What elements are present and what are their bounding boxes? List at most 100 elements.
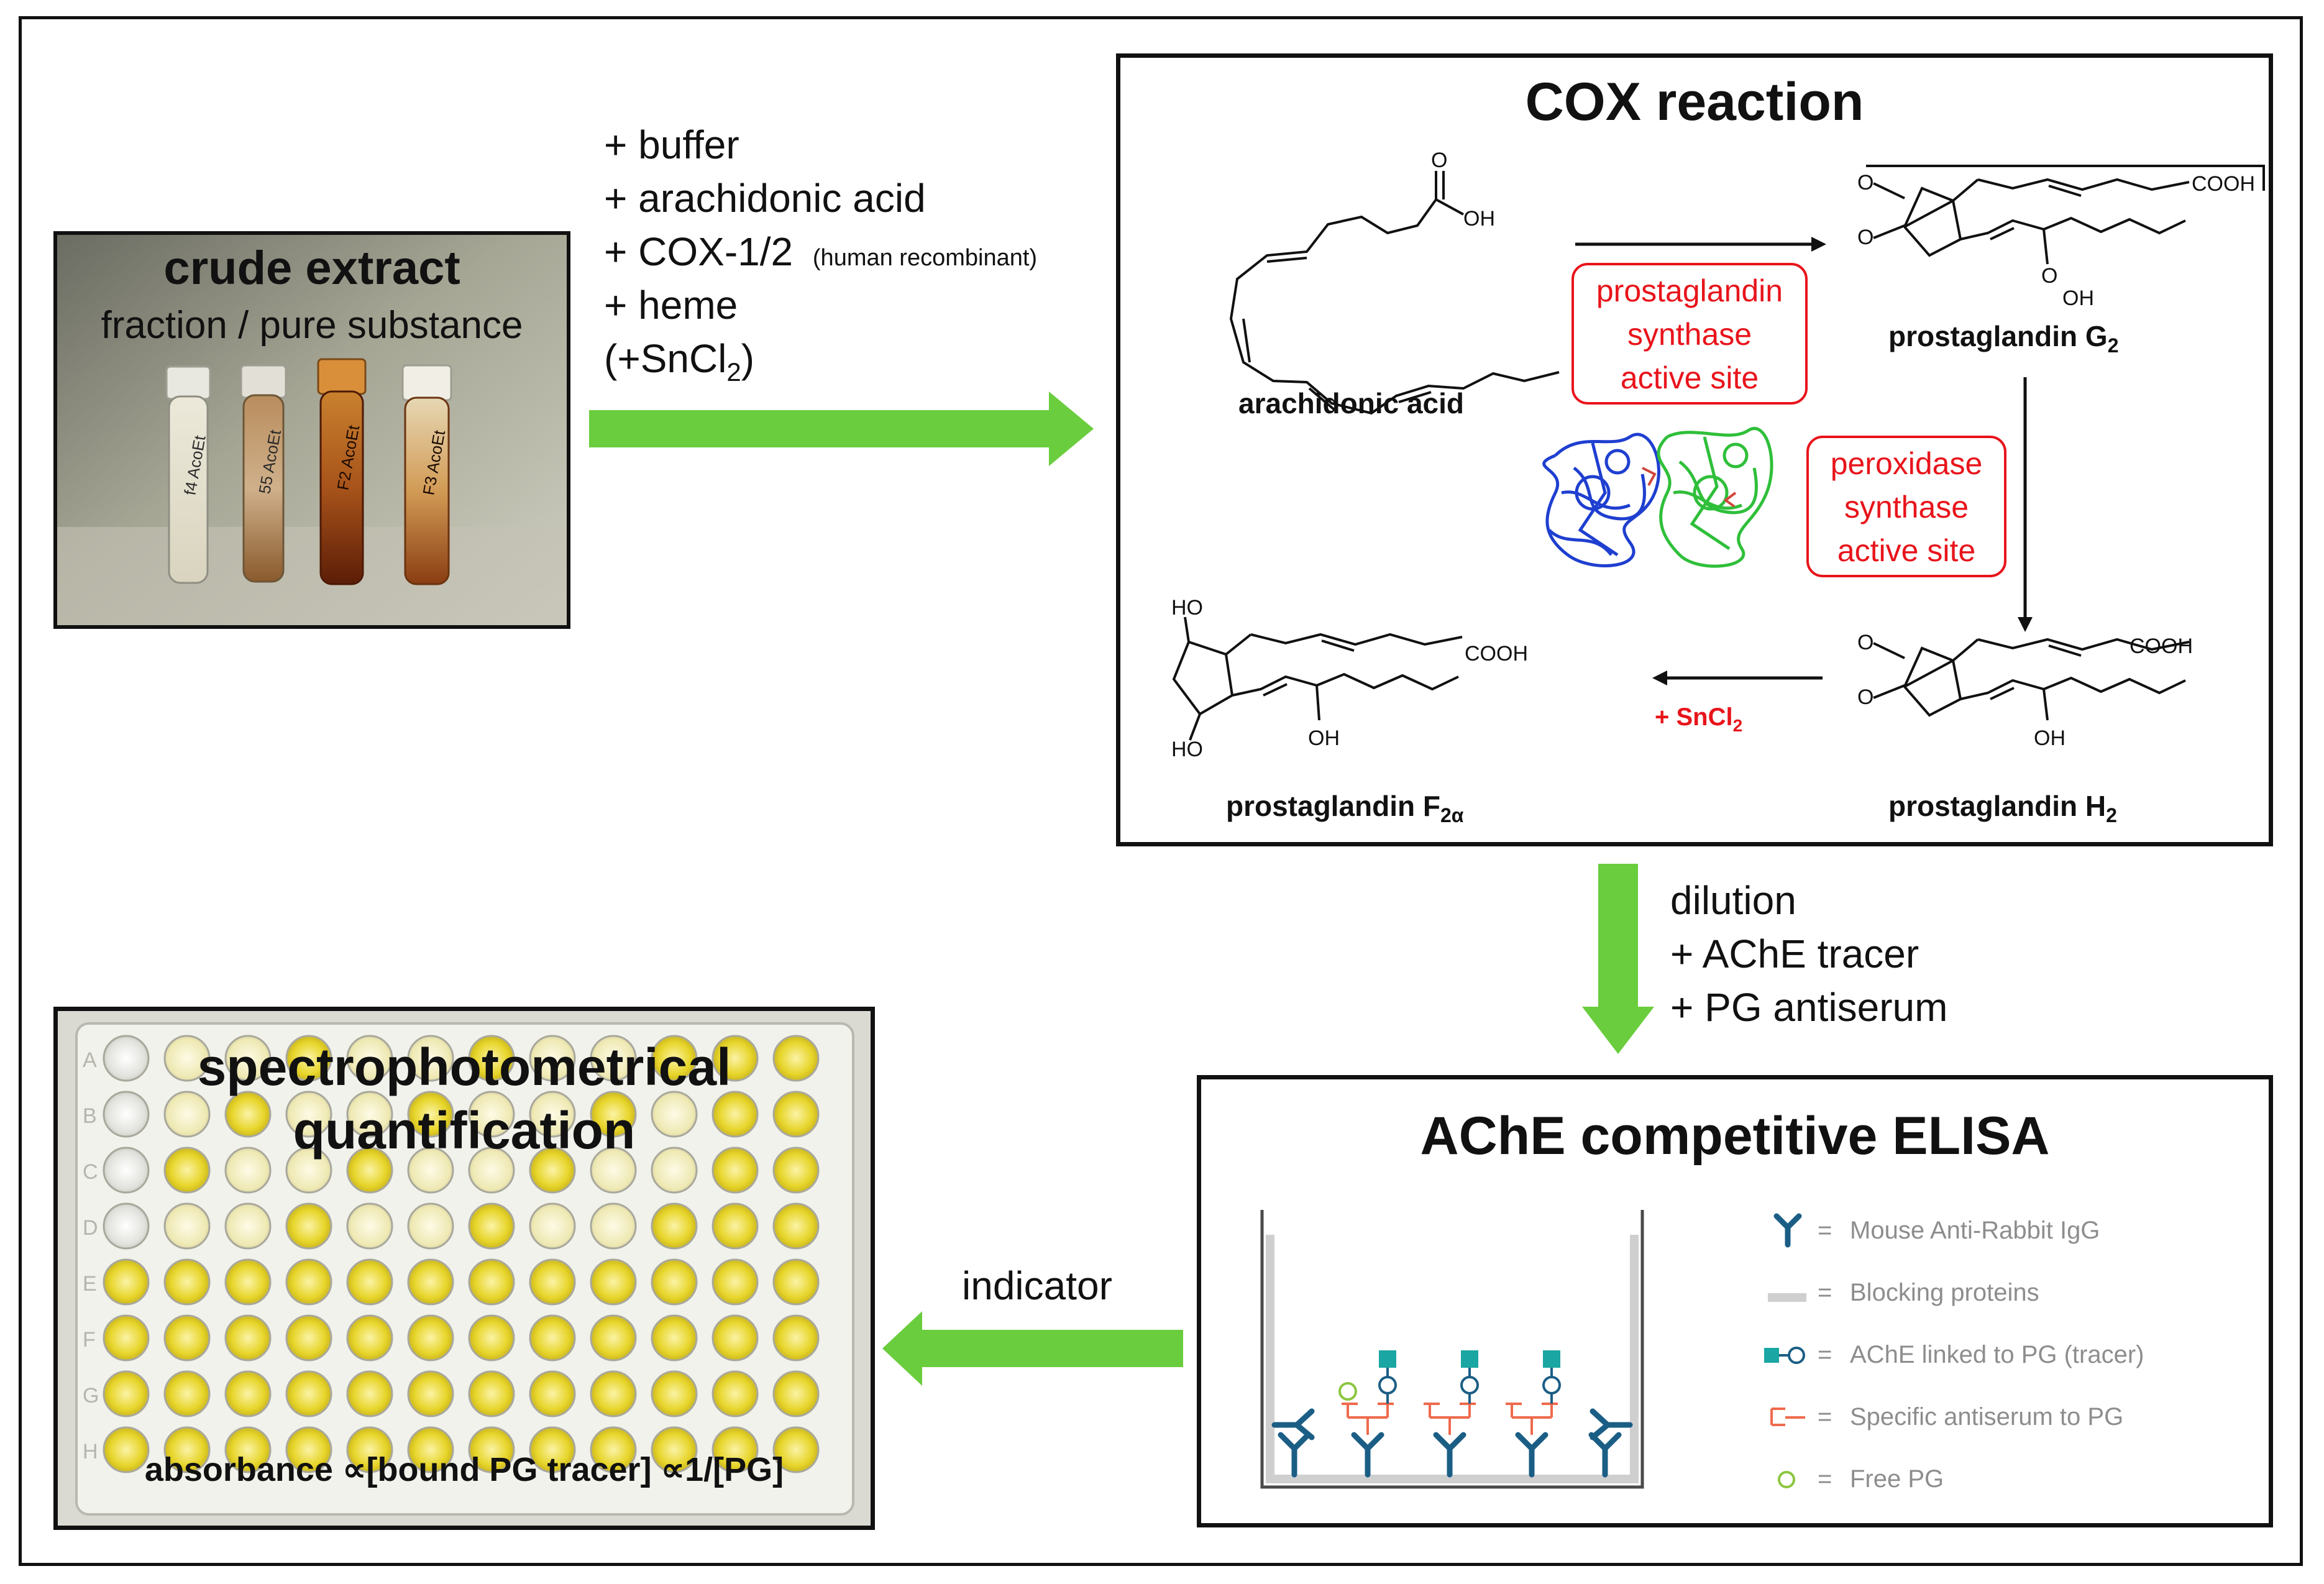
legend-eq-1: = [1818,1217,1832,1244]
legend-icon-free-pg [1778,1471,1795,1488]
plate-well [285,1258,332,1306]
atom-pgg2-oh: OH [2062,286,2094,310]
plate-well [711,1147,759,1194]
legend-icon-igg [1773,1213,1802,1248]
plate-well [711,1091,759,1138]
legend-igg: Mouse Anti-Rabbit IgG [1850,1217,2100,1244]
plate-well [346,1202,393,1250]
atom-pgg2-o2: O [1857,226,1873,249]
elisa-title: AChE competitive ELISA [1420,1106,2050,1166]
addition-heme: + heme [604,283,738,327]
plate-well [103,1314,150,1362]
atom-pgh2-o1: O [1857,631,1873,654]
plate-well [468,1147,515,1194]
plate-well [772,1426,820,1473]
plate-well [711,1314,759,1362]
row-letter-g: G [83,1384,99,1408]
elisa-schematic: = Mouse Anti-Rabbit IgG = Blocking prote… [1260,1210,2144,1493]
plate-well [163,1035,211,1082]
plate-well [407,1091,454,1138]
atom-pgh2-o2: O [1857,685,1873,709]
plate-well [590,1091,637,1138]
atom-pgf2a-ho2: HO [1171,738,1203,761]
label-sncl2-prefix: + SnCl [1655,703,1733,731]
dilution-label: dilution [1670,878,1796,923]
plate-well [224,1370,272,1417]
elisa-tracer-enzymes [1379,1350,1560,1368]
row-letter-h: H [83,1440,98,1463]
plate-well [590,1426,637,1473]
label-sncl2-sub: 2 [1733,716,1743,735]
plate-well [651,1091,698,1138]
crude-extract-subtitle: fraction / pure substance [101,304,523,347]
plate-well [468,1370,515,1417]
atom-pgg2-o3: O [2041,264,2057,288]
plate-well [711,1202,759,1250]
addition-arachidonic-acid: + arachidonic acid [604,176,926,221]
addition-cox-note: (human recombinant) [812,245,1038,271]
plate-well [651,1370,698,1417]
plate-well [163,1147,211,1194]
arrow-to-elisa [1582,864,1654,1054]
elisa-free-pg [1338,1382,1357,1401]
microplate-wells [103,1035,820,1473]
plate-well [772,1370,820,1417]
addition-buffer: + buffer [604,122,739,167]
addition-sncl2: (+SnCl2) [604,332,754,399]
legend-icon-blocking [1768,1293,1806,1302]
legend-icon-antiserum [1770,1408,1805,1426]
site2-line1: peroxidase [1830,446,1983,481]
plate-well [103,1370,150,1417]
legend-eq-5: = [1818,1465,1832,1493]
legend-eq-4: = [1818,1403,1832,1431]
label-arachidonic-acid: arachidonic acid [1238,387,1464,419]
plate-well [103,1035,150,1082]
legend-eq-2: = [1818,1279,1832,1306]
plate-well [224,1258,272,1306]
plate-well [224,1147,272,1194]
elisa-well [1260,1210,1644,1489]
dilution-pg-antiserum: + PG antiserum [1670,985,1948,1030]
plate-well [711,1426,759,1473]
pgf2a-structure [1172,616,1463,741]
plate-well [103,1147,150,1194]
addition-sncl2-prefix: (+SnCl [604,336,727,381]
atom-pgh2-cooh: COOH [2130,634,2193,658]
label-pgg2: prostaglandin G2 [1888,320,2118,357]
addition-cox: + COX-1/2 (human recombinant) [604,225,1037,285]
legend-blocking: Blocking proteins [1850,1279,2039,1306]
label-pgh2: prostaglandin H2 [1888,790,2117,826]
addition-sncl2-suffix: ) [741,336,755,381]
plate-well [772,1202,820,1250]
plate-well [285,1314,332,1362]
cox-reaction-box: COX reaction [1116,53,2273,846]
label-pgg2-sub: 2 [2108,334,2119,357]
plate-well [590,1147,637,1194]
label-pgh2-sub: 2 [2106,804,2117,826]
atom-pgh2-oh: OH [2034,726,2066,750]
plate-well [163,1202,211,1250]
plate-well [163,1370,211,1417]
crude-extract-title: crude extract [163,242,460,295]
plate-well [468,1202,515,1250]
arrow-to-cox [589,391,1094,466]
plate-well [346,1091,393,1138]
arrow-to-spectro [882,1311,1183,1386]
plate-well [529,1258,576,1306]
plate-well [468,1314,515,1362]
plate-well [529,1314,576,1362]
plate-well [772,1147,820,1194]
plate-well [407,1035,454,1082]
plate-well [590,1370,637,1417]
atom-pgf2a-ho1: HO [1171,596,1203,620]
plate-well [590,1314,637,1362]
plate-well [407,1258,454,1306]
site1-line2: synthase [1627,317,1752,352]
plate-well [407,1202,454,1250]
plate-well [224,1035,272,1082]
plate-well [529,1147,576,1194]
row-letter-a: A [83,1048,97,1072]
plate-well [651,1202,698,1250]
spectro-title-line1: spectrophotometrical [197,1038,731,1096]
pgh2-structure [1873,638,2190,721]
